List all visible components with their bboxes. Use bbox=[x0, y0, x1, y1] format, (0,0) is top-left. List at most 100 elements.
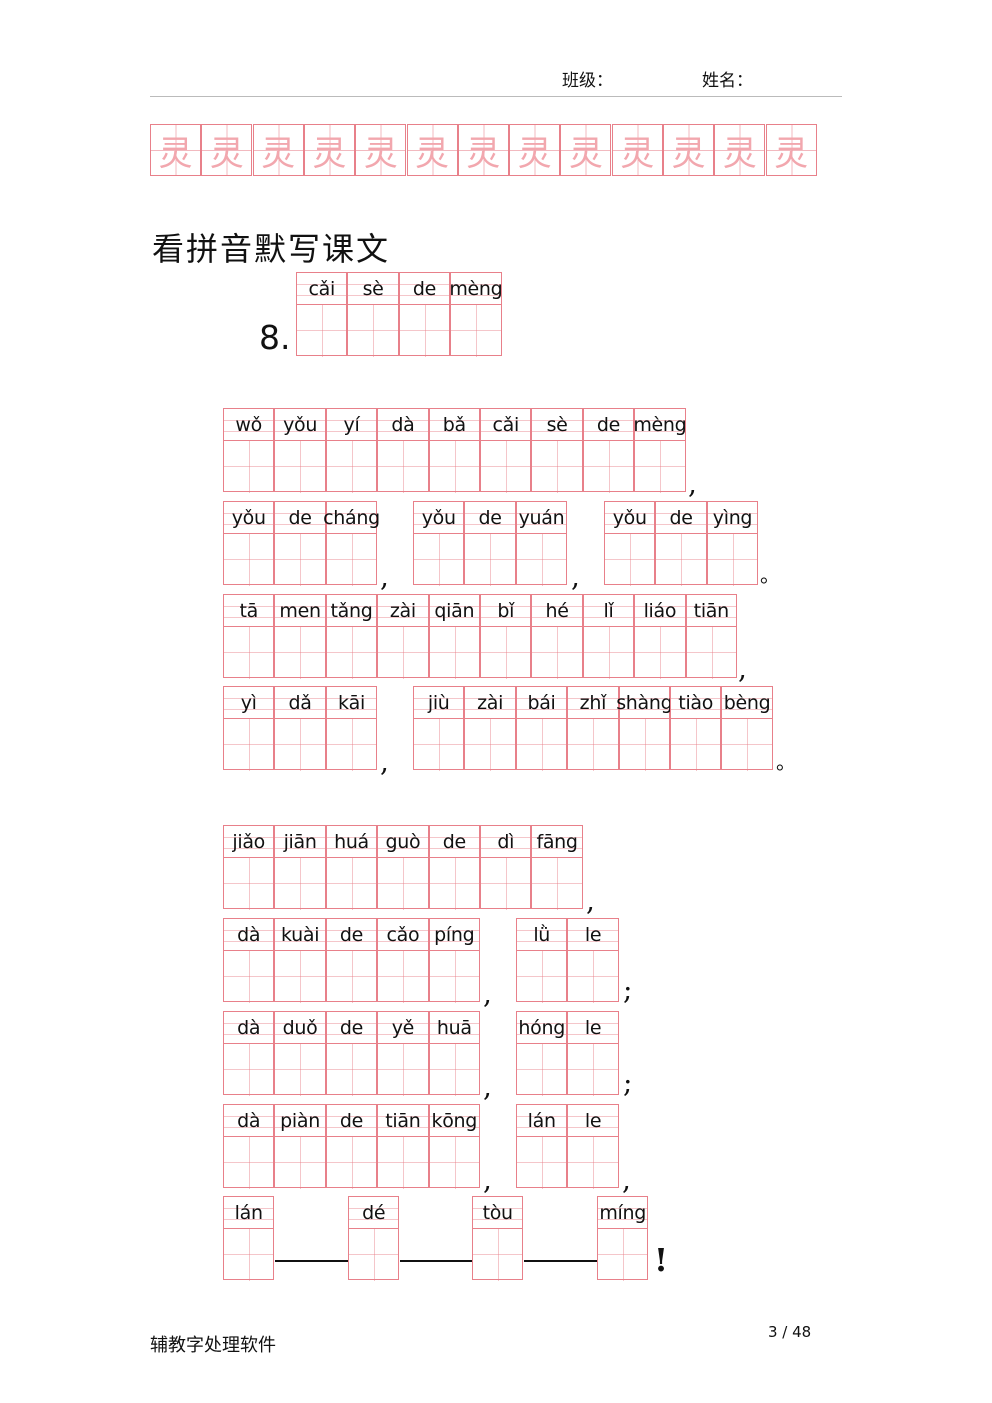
hanzi-writing-box[interactable] bbox=[517, 1137, 567, 1189]
grid-cell: tiào bbox=[670, 686, 722, 771]
hanzi-writing-box[interactable] bbox=[326, 1137, 377, 1189]
hanzi-writing-box[interactable] bbox=[598, 1229, 648, 1281]
grid-cell: dà bbox=[223, 918, 275, 1003]
pinyin-text: dì bbox=[481, 826, 531, 858]
name-label: 姓名： bbox=[702, 71, 753, 91]
hanzi-writing-box[interactable] bbox=[568, 719, 618, 771]
hanzi-writing-box[interactable] bbox=[481, 627, 531, 679]
hanzi-writing-box[interactable] bbox=[481, 441, 531, 493]
hanzi-writing-box[interactable] bbox=[378, 951, 428, 1003]
grid-cell: jiān bbox=[274, 825, 326, 910]
hanzi-writing-box[interactable] bbox=[275, 627, 325, 679]
hanzi-writing-box[interactable] bbox=[326, 951, 377, 1003]
hanzi-writing-box[interactable] bbox=[635, 441, 685, 493]
hanzi-writing-box[interactable] bbox=[429, 627, 479, 679]
pinyin-text: jiān bbox=[275, 826, 325, 858]
hanzi-writing-box[interactable] bbox=[686, 627, 736, 679]
pinyin-text: cǎi bbox=[297, 273, 347, 305]
hanzi-writing-box[interactable] bbox=[429, 441, 479, 493]
hanzi-writing-box[interactable] bbox=[605, 534, 655, 586]
hanzi-writing-box[interactable] bbox=[465, 534, 515, 586]
hanzi-writing-box[interactable] bbox=[224, 1044, 274, 1096]
hanzi-writing-box[interactable] bbox=[656, 534, 706, 586]
hanzi-writing-box[interactable] bbox=[326, 627, 377, 679]
hanzi-writing-box[interactable] bbox=[224, 951, 274, 1003]
hanzi-writing-box[interactable] bbox=[532, 441, 582, 493]
tracing-cell: 灵 bbox=[509, 124, 561, 176]
hanzi-writing-box[interactable] bbox=[568, 1137, 618, 1189]
grid-cell: de bbox=[428, 825, 480, 910]
pinyin-text: de bbox=[399, 273, 450, 305]
hanzi-writing-box[interactable] bbox=[568, 1044, 618, 1096]
hanzi-writing-box[interactable] bbox=[378, 627, 428, 679]
pinyin-text: sè bbox=[532, 409, 582, 441]
hanzi-writing-box[interactable] bbox=[326, 1044, 377, 1096]
grid-cell: de bbox=[274, 501, 326, 586]
hanzi-writing-box[interactable] bbox=[481, 858, 531, 910]
grid-cell: liáo bbox=[634, 594, 686, 679]
hanzi-writing-box[interactable] bbox=[326, 858, 377, 910]
hanzi-writing-box[interactable] bbox=[635, 627, 685, 679]
pinyin-text: lǜ bbox=[517, 919, 567, 951]
grid-cell: dà bbox=[377, 408, 429, 493]
hanzi-writing-box[interactable] bbox=[275, 534, 325, 586]
hanzi-writing-box[interactable] bbox=[348, 305, 398, 357]
hanzi-writing-box[interactable] bbox=[275, 441, 325, 493]
hanzi-writing-box[interactable] bbox=[224, 858, 274, 910]
hanzi-writing-box[interactable] bbox=[275, 1044, 325, 1096]
hanzi-writing-box[interactable] bbox=[583, 627, 634, 679]
hanzi-writing-box[interactable] bbox=[473, 1229, 523, 1281]
hanzi-writing-box[interactable] bbox=[451, 305, 501, 357]
hanzi-writing-box[interactable] bbox=[429, 951, 479, 1003]
hanzi-writing-box[interactable] bbox=[429, 1044, 479, 1096]
pinyin-text: zhǐ bbox=[568, 687, 618, 719]
hanzi-writing-box[interactable] bbox=[378, 441, 428, 493]
hanzi-writing-box[interactable] bbox=[429, 858, 479, 910]
hanzi-writing-box[interactable] bbox=[297, 305, 347, 357]
hanzi-writing-box[interactable] bbox=[707, 534, 758, 586]
hanzi-writing-box[interactable] bbox=[722, 719, 772, 771]
hanzi-writing-box[interactable] bbox=[224, 1137, 274, 1189]
hanzi-writing-box[interactable] bbox=[414, 534, 464, 586]
hanzi-writing-box[interactable] bbox=[378, 1137, 428, 1189]
hanzi-writing-box[interactable] bbox=[516, 719, 567, 771]
hanzi-writing-box[interactable] bbox=[568, 951, 618, 1003]
hanzi-writing-box[interactable] bbox=[399, 305, 450, 357]
hanzi-writing-box[interactable] bbox=[326, 441, 377, 493]
hanzi-writing-box[interactable] bbox=[224, 534, 274, 586]
hanzi-writing-box[interactable] bbox=[224, 719, 274, 771]
pinyin-text: de bbox=[465, 502, 515, 534]
hanzi-writing-box[interactable] bbox=[671, 719, 721, 771]
hanzi-writing-box[interactable] bbox=[583, 441, 634, 493]
hanzi-writing-box[interactable] bbox=[326, 719, 377, 771]
hanzi-writing-box[interactable] bbox=[224, 1229, 274, 1281]
hanzi-writing-box[interactable] bbox=[378, 1044, 428, 1096]
hanzi-writing-box[interactable] bbox=[619, 719, 669, 771]
pinyin-text: yí bbox=[326, 409, 377, 441]
pinyin-text: piàn bbox=[275, 1105, 325, 1137]
punct-semicolon: ; bbox=[623, 1066, 633, 1099]
hanzi-writing-box[interactable] bbox=[326, 534, 377, 586]
hanzi-writing-box[interactable] bbox=[378, 858, 428, 910]
hanzi-writing-box[interactable] bbox=[275, 858, 325, 910]
hanzi-writing-box[interactable] bbox=[532, 627, 582, 679]
pinyin-text: jiù bbox=[414, 687, 464, 719]
grid-cell: tòu bbox=[472, 1196, 524, 1281]
hanzi-writing-box[interactable] bbox=[224, 441, 274, 493]
hanzi-writing-box[interactable] bbox=[516, 534, 567, 586]
hanzi-writing-box[interactable] bbox=[224, 627, 274, 679]
pinyin-text: cháng bbox=[323, 502, 380, 534]
hanzi-writing-box[interactable] bbox=[275, 1137, 325, 1189]
hanzi-writing-box[interactable] bbox=[429, 1137, 479, 1189]
hanzi-writing-box[interactable] bbox=[517, 1044, 567, 1096]
hanzi-writing-box[interactable] bbox=[275, 951, 325, 1003]
hanzi-writing-box[interactable] bbox=[414, 719, 464, 771]
pinyin-text: tiào bbox=[671, 687, 721, 719]
pinyin-text: yǒu bbox=[224, 502, 274, 534]
grid-cell: lǐ bbox=[582, 594, 635, 679]
hanzi-writing-box[interactable] bbox=[465, 719, 515, 771]
hanzi-writing-box[interactable] bbox=[532, 858, 582, 910]
hanzi-writing-box[interactable] bbox=[349, 1229, 399, 1281]
hanzi-writing-box[interactable] bbox=[275, 719, 325, 771]
hanzi-writing-box[interactable] bbox=[517, 951, 567, 1003]
